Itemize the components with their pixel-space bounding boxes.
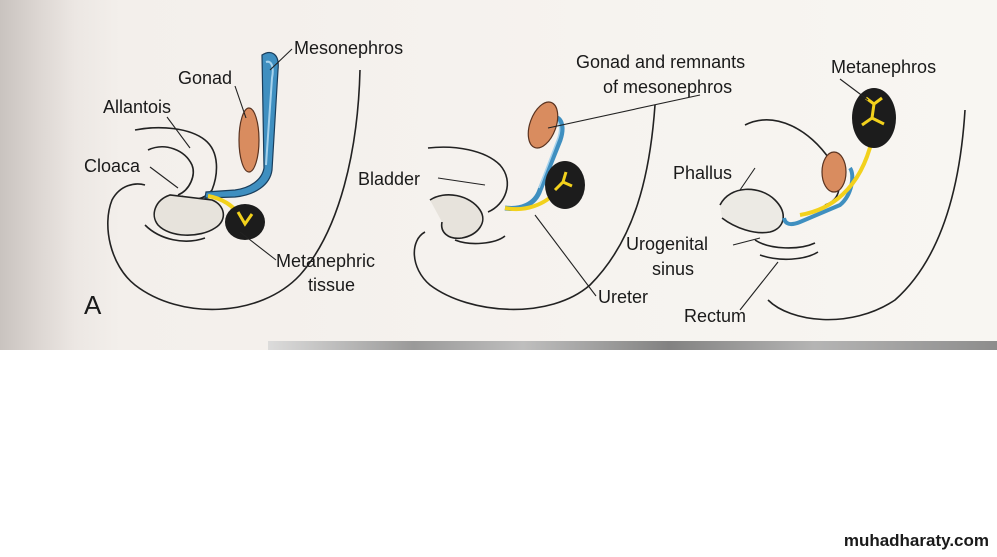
label-gonad: Gonad [178,68,233,88]
label-metanephric-line2: tissue [308,275,356,295]
label-urogenital-line2: sinus [652,259,695,279]
diagram-drawing [107,48,966,321]
gonad-2 [527,101,559,149]
label-allantois: Allantois [103,97,172,117]
stage-2-embryo [413,104,656,311]
panel-letter: A [84,290,102,320]
ureter-3 [799,139,874,217]
gonad-1 [238,107,260,173]
embryology-figure: Mesonephros Gonad Allantois Cloaca Metan… [0,0,997,350]
label-phallus: Phallus [673,163,733,183]
label-metanephros: Metanephros [831,57,937,77]
label-metanephric-line1: Metanephric [276,251,376,271]
watermark: muhadharaty.com [843,531,989,550]
scan-edge-strip [268,341,997,350]
metanephros-2 [545,161,585,209]
mesonephros-duct-1 [204,52,279,199]
gonad-3 [821,151,847,193]
label-gonad-remnants-line2: of mesonephros [603,77,733,97]
stage-3-embryo [719,109,966,321]
label-cloaca: Cloaca [84,156,141,176]
leader-lines [149,48,869,311]
label-urogenital-line1: Urogenital [626,234,709,254]
label-ureter: Ureter [598,287,649,307]
label-mesonephros: Mesonephros [294,38,404,58]
label-gonad-remnants-line1: Gonad and remnants [576,52,746,72]
stage-1-embryo [107,69,361,311]
label-rectum: Rectum [684,306,747,326]
label-bladder: Bladder [358,169,421,189]
